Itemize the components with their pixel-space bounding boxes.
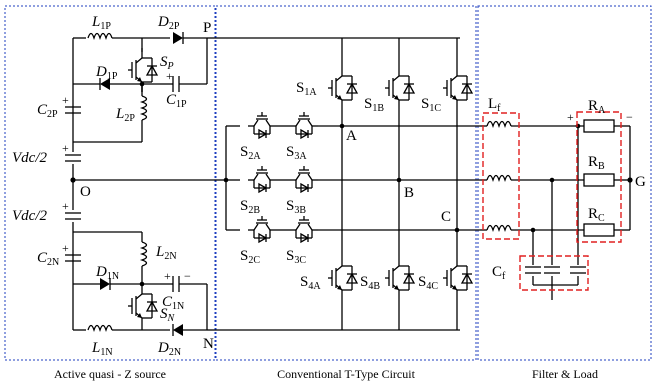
label-s3c: S3C — [286, 248, 306, 266]
label-d1n: D1N — [95, 264, 119, 282]
resistor-rc — [583, 223, 615, 237]
inductor-l1n — [87, 324, 113, 331]
label-cf: Cf — [492, 264, 506, 282]
label-vdc-bottom: Vdc/2 — [12, 208, 47, 224]
label-rb: RB — [588, 154, 605, 172]
label-c2p: C2P — [37, 102, 58, 120]
label-d2p: D2P — [157, 14, 180, 32]
label-vdc-top: Vdc/2 — [12, 150, 47, 166]
caption-right: Filter & Load — [532, 367, 598, 381]
capacitor-cf-b — [543, 266, 561, 274]
capacitor-cf-c — [524, 266, 542, 274]
switch-s4a — [327, 255, 358, 301]
switch-s2c — [247, 215, 277, 243]
load-highlight-box — [576, 111, 622, 243]
resistor-rb — [583, 173, 615, 187]
section-box-middle — [215, 5, 477, 361]
label-ra: RA — [588, 98, 606, 116]
label-s1a: S1A — [296, 80, 317, 98]
inductor-l2p — [141, 95, 148, 121]
label-c1p: C1P — [166, 92, 187, 110]
switch-sn — [127, 283, 158, 329]
filter-and-load — [480, 111, 633, 300]
label-s2c: S2C — [240, 248, 260, 266]
label-s3b: S3B — [286, 198, 306, 216]
label-c2n: C2N — [37, 250, 59, 268]
node-g-label: G — [635, 174, 646, 190]
plus-ra: + — [567, 110, 574, 124]
switch-s1a — [327, 65, 358, 111]
node-b-label: B — [404, 185, 414, 201]
section-box-right — [477, 5, 652, 361]
label-d2n: D2N — [157, 340, 181, 358]
caption-left: Active quasi - Z source — [54, 367, 166, 381]
label-sn: SN — [160, 306, 176, 324]
switch-s2b — [247, 165, 277, 193]
label-lf: Lf — [488, 96, 501, 114]
inductor-lf-b — [486, 174, 512, 181]
label-rc: RC — [588, 206, 605, 224]
switch-s4c — [442, 255, 473, 301]
label-s1c: S1C — [421, 96, 441, 114]
plus-c2n: + — [62, 241, 69, 255]
plus-c2p: + — [62, 93, 69, 107]
capacitor-c1n — [172, 275, 180, 293]
switch-s1c — [442, 65, 473, 111]
node-a-label: A — [346, 128, 357, 144]
plus-c1n: + — [164, 269, 171, 283]
capacitor-c1p — [172, 75, 180, 93]
label-l1n: L1N — [91, 340, 113, 358]
capacitor-cf-a — [569, 266, 587, 274]
inductor-lf-a — [486, 120, 512, 127]
cf-highlight-box — [519, 255, 589, 291]
plus-c1p: + — [166, 69, 173, 83]
label-s4b: S4B — [360, 274, 380, 292]
minus-c1n: − — [184, 269, 191, 283]
t-type-circuit — [214, 37, 480, 331]
label-s2b: S2B — [240, 198, 260, 216]
switch-s2a — [247, 111, 277, 139]
label-d1p: D1P — [95, 64, 118, 82]
caption-middle: Conventional T-Type Circuit — [277, 367, 415, 381]
label-l1p: L1P — [91, 14, 111, 32]
diode-d2p — [172, 31, 184, 45]
label-l2n: L2N — [155, 244, 177, 262]
plus-vdc-top: + — [62, 141, 69, 155]
diode-d2n — [172, 323, 184, 337]
resistor-ra — [583, 119, 615, 133]
switch-s4b — [384, 255, 415, 301]
node-p-label: P — [203, 20, 211, 36]
node-n-label: N — [203, 336, 214, 352]
source-vdc-bottom — [64, 212, 82, 220]
label-s4a: S4A — [300, 274, 321, 292]
switch-s1b — [384, 65, 415, 111]
switch-s3c — [289, 215, 319, 243]
label-sp: SP — [160, 54, 174, 72]
inductor-l1p — [87, 32, 113, 39]
node-o-label: O — [80, 184, 91, 200]
label-c1n: C1N — [162, 294, 184, 312]
label-s1b: S1B — [364, 96, 384, 114]
section-box-left — [4, 5, 216, 361]
inductor-l2n — [141, 241, 148, 267]
label-s2a: S2A — [240, 144, 261, 162]
switch-s3b — [289, 165, 319, 193]
label-s3a: S3A — [286, 144, 307, 162]
label-s4c: S4C — [418, 274, 438, 292]
minus-ra: − — [626, 110, 633, 124]
switch-s3a — [289, 111, 319, 139]
label-l2p: L2P — [115, 106, 135, 124]
source-vdc-top — [64, 154, 82, 162]
plus-vdc-bottom: + — [62, 199, 69, 213]
node-c-label: C — [441, 209, 451, 225]
quasi-z-source — [64, 31, 214, 337]
lf-highlight-box — [482, 112, 520, 240]
inductor-lf-c — [486, 224, 512, 231]
